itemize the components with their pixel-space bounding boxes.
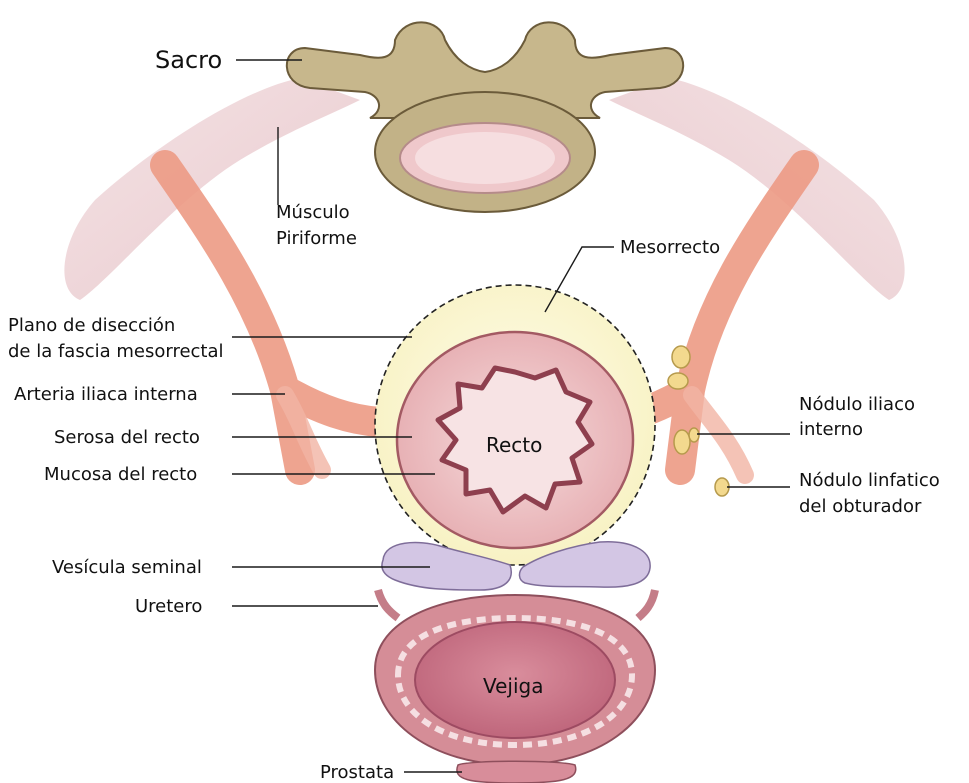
label-mesorrecto: Mesorrecto bbox=[620, 237, 720, 258]
label-piriforme: Piriforme bbox=[276, 228, 357, 249]
label-mucosa: Mucosa del recto bbox=[44, 464, 197, 485]
ureter-right bbox=[638, 590, 655, 618]
iliac-lymph-node bbox=[674, 430, 690, 454]
iliac-lymph-node bbox=[689, 428, 699, 442]
label-nodulo-iliaco-1: Nódulo iliaco bbox=[799, 394, 915, 415]
ureter-left bbox=[378, 590, 398, 618]
label-nodulo-iliaco-2: interno bbox=[799, 419, 863, 440]
label-nodulo-obturador-1: Nódulo linfatico bbox=[799, 470, 940, 491]
label-recto: Recto bbox=[486, 433, 542, 457]
obturator-lymph-node bbox=[715, 478, 729, 496]
label-uretero: Uretero bbox=[135, 596, 202, 617]
label-arteria: Arteria iliaca interna bbox=[14, 384, 198, 405]
label-vejiga: Vejiga bbox=[483, 674, 544, 698]
label-plano-1: Plano de disección bbox=[8, 315, 175, 336]
prostate bbox=[457, 761, 576, 783]
label-plano-2: de la fascia mesorrectal bbox=[8, 341, 224, 362]
piriformis-muscle-right bbox=[609, 78, 905, 300]
label-sacro: Sacro bbox=[155, 46, 222, 74]
label-prostata: Prostata bbox=[320, 762, 394, 783]
piriformis-muscle-left bbox=[64, 78, 360, 300]
label-vesicula: Vesícula seminal bbox=[52, 557, 202, 578]
label-serosa: Serosa del recto bbox=[54, 427, 200, 448]
iliac-lymph-node bbox=[668, 373, 688, 389]
iliac-lymph-node bbox=[672, 346, 690, 368]
internal-iliac-artery-right-branch bbox=[692, 395, 745, 475]
sacrum bbox=[287, 22, 683, 212]
label-musculo: Músculo bbox=[276, 202, 350, 223]
label-nodulo-obturador-2: del obturador bbox=[799, 496, 922, 517]
